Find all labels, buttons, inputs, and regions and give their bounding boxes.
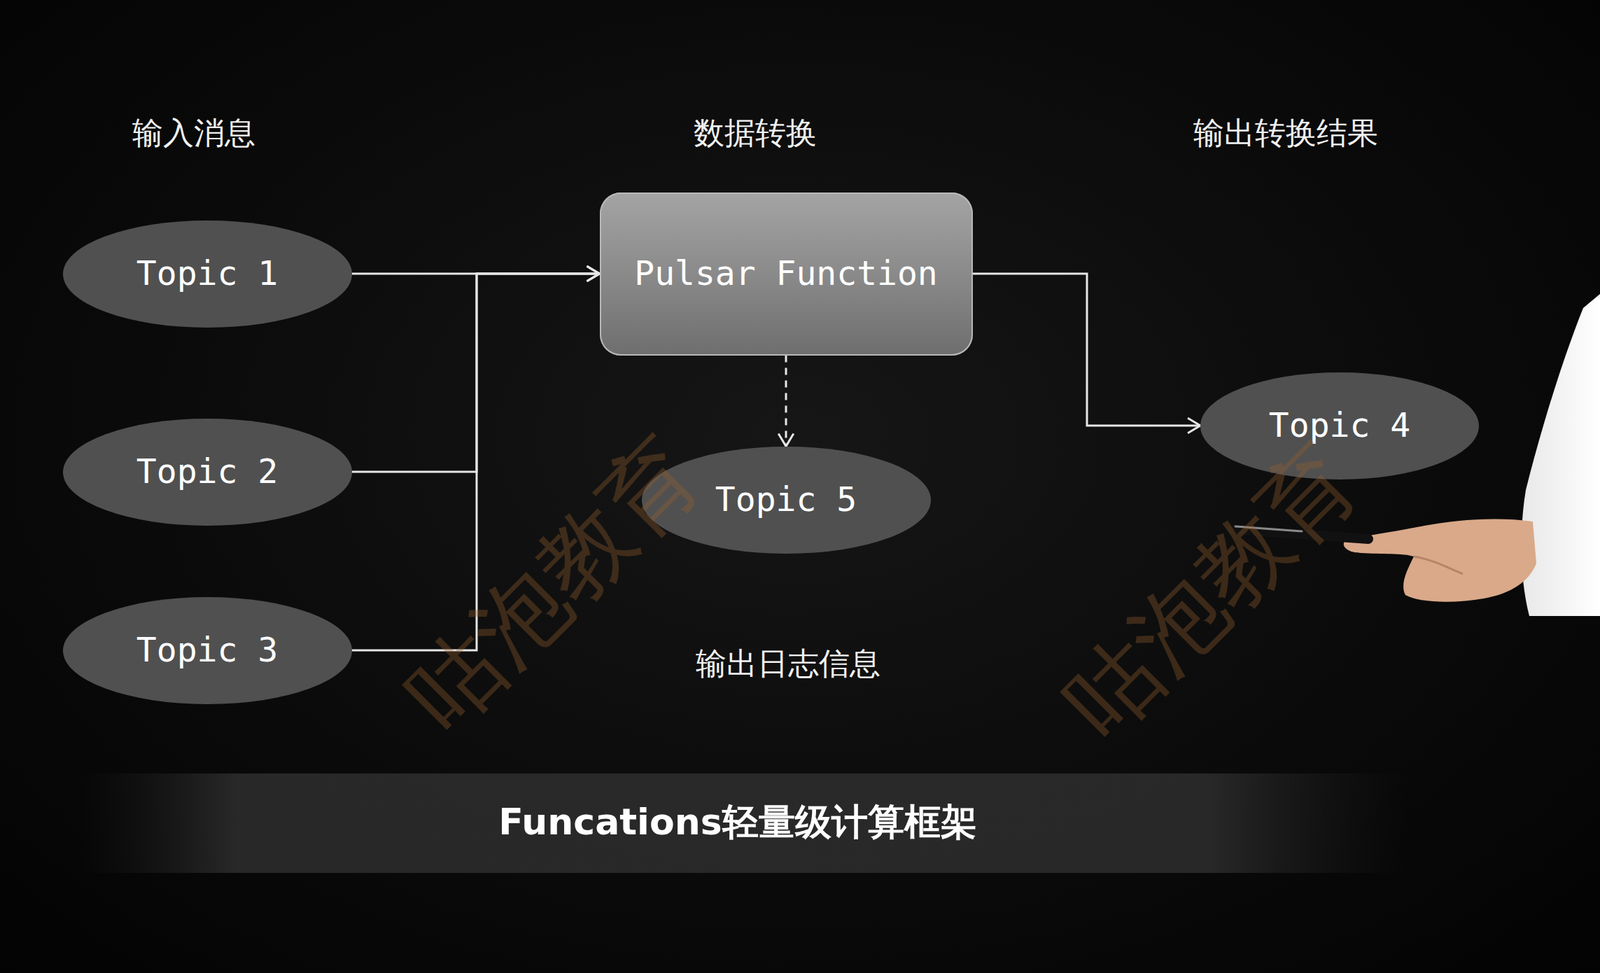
column-heading: 输出转换结果 <box>1193 114 1379 152</box>
topic-ellipse: Topic 1 <box>62 220 353 328</box>
caption: Funcations轻量级计算框架 <box>498 800 977 844</box>
caption-band <box>76 773 1407 873</box>
node-label: Topic 2 <box>136 451 278 493</box>
node-label: Topic 1 <box>136 253 278 294</box>
node-label: Topic 5 <box>715 479 857 521</box>
ellipse-fill <box>62 597 353 705</box>
arrowhead <box>1187 417 1201 434</box>
connector-line <box>785 355 788 447</box>
log-output-label: 输出日志信息 <box>695 645 881 683</box>
connector <box>778 355 794 447</box>
arrowhead <box>587 265 600 282</box>
topic-ellipse: Topic 3 <box>62 597 353 705</box>
column-heading: 输入消息 <box>132 114 256 152</box>
topic-ellipse: Topic 2 <box>62 418 353 526</box>
connector <box>972 273 1202 434</box>
node-label: Topic 3 <box>136 629 278 671</box>
arrowhead <box>778 433 794 447</box>
function-box: Pulsar Function <box>599 192 973 356</box>
column-heading: 数据转换 <box>693 114 817 152</box>
ellipse-fill <box>62 418 353 526</box>
node-label: Pulsar Function <box>634 253 938 294</box>
ellipse-fill <box>62 220 353 328</box>
connector-line <box>972 273 1202 426</box>
watermark: 咕泡教育 <box>1049 430 1372 753</box>
node-label: Topic 4 <box>1268 405 1411 446</box>
